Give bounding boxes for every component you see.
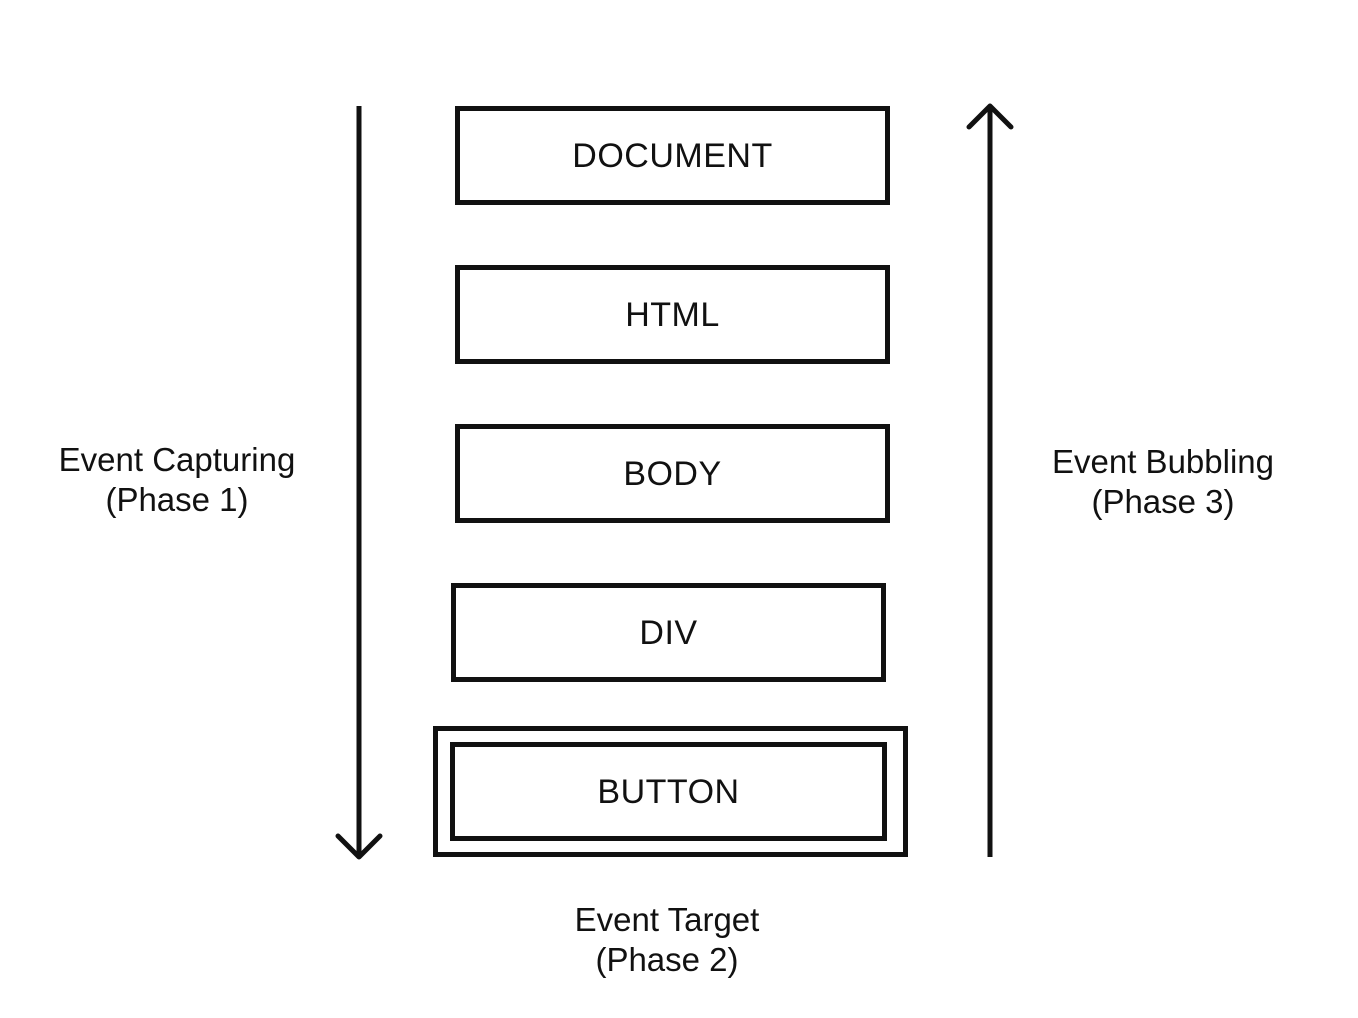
node-html-label: HTML — [625, 295, 720, 334]
bubbling-title: Event Bubbling — [1052, 443, 1274, 480]
capturing-title: Event Capturing — [58, 441, 296, 478]
node-div: DIV — [451, 583, 886, 682]
capturing-phase: (Phase 1) — [105, 481, 249, 518]
bubbling-label: Event Bubbling (Phase 3) — [1023, 442, 1303, 522]
capturing-arrow — [335, 106, 383, 860]
node-html: HTML — [455, 265, 890, 364]
node-button: BUTTON — [450, 742, 887, 841]
target-phase: (Phase 2) — [595, 941, 739, 978]
node-button-label: BUTTON — [597, 772, 740, 811]
target-title: Event Target — [574, 901, 760, 938]
node-document-label: DOCUMENT — [572, 136, 773, 175]
target-label: Event Target (Phase 2) — [527, 900, 807, 980]
bubbling-phase: (Phase 3) — [1091, 483, 1235, 520]
capturing-label: Event Capturing (Phase 1) — [37, 440, 317, 520]
node-document: DOCUMENT — [455, 106, 890, 205]
bubbling-arrow — [966, 103, 1014, 857]
node-body-label: BODY — [623, 454, 722, 493]
node-div-label: DIV — [639, 613, 698, 652]
node-body: BODY — [455, 424, 890, 523]
